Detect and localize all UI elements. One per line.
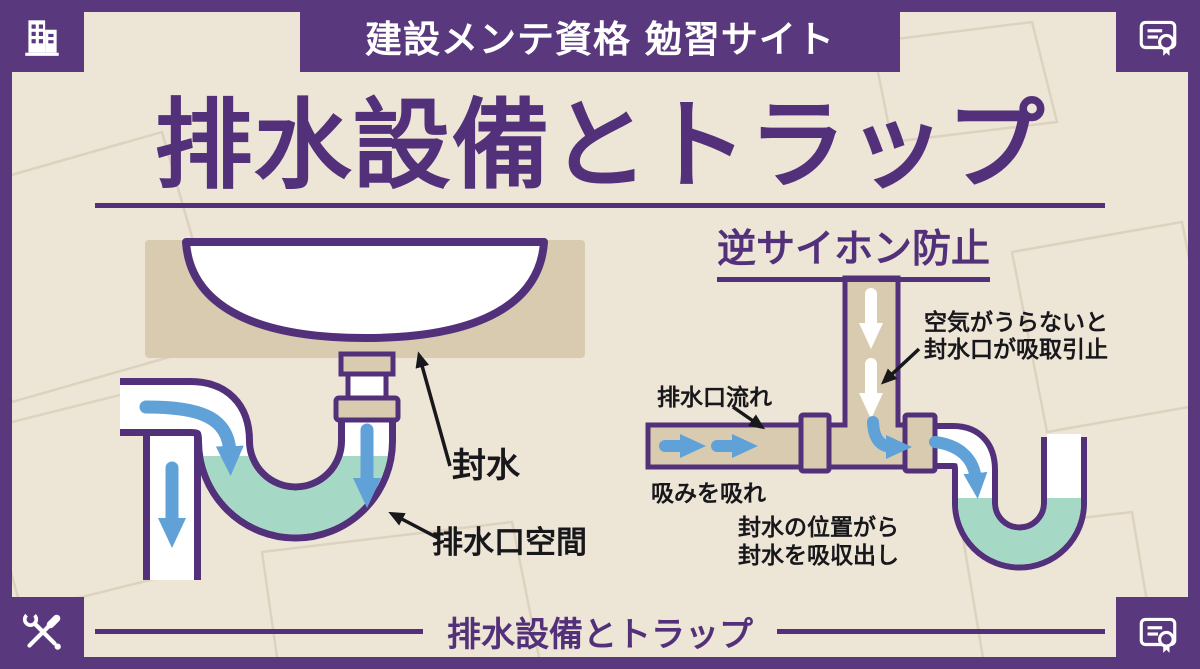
air-note: 空気がうらないと 封水口が吸取引止	[924, 310, 1108, 364]
tailpiece	[345, 371, 389, 401]
corner-bottom-right	[1116, 597, 1200, 669]
trap-entry-flow-arrow	[929, 436, 988, 499]
drain-space-label: 排水口空間	[432, 525, 587, 561]
anti-siphon-diagram: 逆サイホン防止 空気がうらないと 封水口が吸取引止 排水口流れ 吸みを吸れ 封水…	[635, 218, 1165, 603]
certificate-icon	[1139, 20, 1177, 56]
drain-space-pointer-arrow	[388, 511, 439, 540]
inlet-flow-arrow	[139, 400, 244, 476]
drain-flange	[338, 351, 396, 377]
suction-label: 吸みを吸れ	[651, 481, 766, 507]
page-title: 排水設備とトラップ	[154, 89, 1046, 203]
building-icon	[25, 20, 59, 56]
seal-note: 封水の位置がら 封水を吸収出し	[738, 514, 899, 570]
slip-nut	[333, 395, 401, 423]
seal-label: 封水	[452, 446, 520, 486]
seal-note-line1: 封水の位置がら	[738, 515, 899, 541]
footer-rule-left	[95, 628, 423, 634]
title-underline	[95, 203, 1105, 208]
site-title: 建設メンテ資格 勉習サイト	[365, 18, 835, 61]
flow-label: 排水口流れ	[657, 385, 772, 411]
pipe-coupling	[798, 412, 832, 474]
anti-siphon-heading: 逆サイホン防止	[717, 218, 991, 282]
air-note-line1: 空気がうらないと	[924, 310, 1108, 336]
sink-trap-diagram: 封水 排水口空間	[120, 228, 640, 600]
seal-pointer-arrow	[415, 351, 452, 467]
footer-rule-right	[777, 628, 1105, 634]
site-header: 建設メンテ資格 勉習サイト	[300, 0, 900, 72]
air-note-line2: 封水口が吸取引止	[924, 337, 1108, 364]
tools-icon	[22, 611, 61, 650]
sink-trap-art	[120, 238, 585, 580]
footer-caption: 排水設備とトラップ	[447, 614, 753, 655]
corner-bottom-left	[0, 597, 84, 669]
footer: 排水設備とトラップ	[95, 606, 1105, 656]
certificate-icon	[1139, 617, 1177, 653]
corner-top-right	[1116, 0, 1200, 72]
corner-top-left	[0, 0, 84, 72]
seal-note-line2: 封水を吸収出し	[738, 543, 899, 570]
flow-label-pointer-arrow	[732, 405, 766, 430]
air-note-pointer-arrow	[880, 347, 921, 385]
downstream-trap-water	[958, 498, 1081, 565]
junction-flow-arrow	[867, 416, 912, 459]
sink-basin	[182, 238, 548, 342]
anti-siphon-art	[645, 275, 1087, 571]
